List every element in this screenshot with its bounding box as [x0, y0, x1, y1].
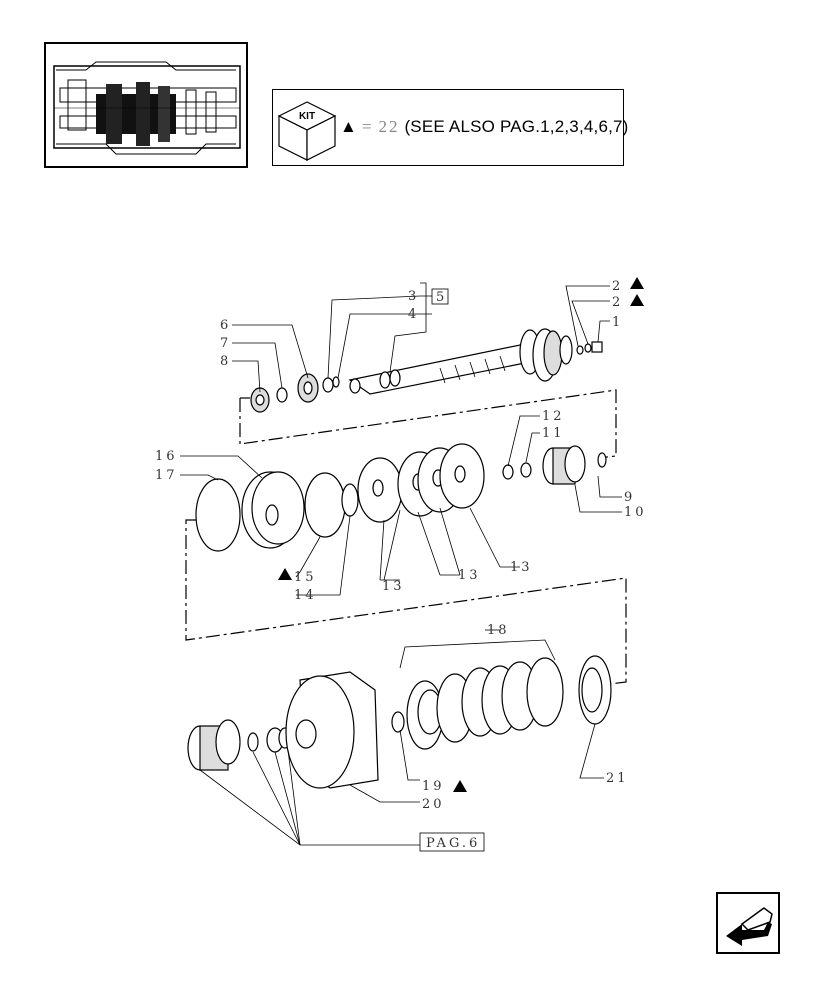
- callout-15: 15: [294, 570, 317, 585]
- bottom-row-parts: [187, 655, 612, 789]
- assembly-line-2: [185, 519, 627, 685]
- callout-21: 21: [606, 771, 629, 786]
- callout-7: 7: [220, 336, 231, 351]
- kit-box-icon: KIT: [277, 101, 337, 161]
- kit-legend-box: KIT: [272, 89, 624, 166]
- triangle-icon: ▲: [340, 117, 358, 136]
- callout-12: 12: [542, 409, 565, 424]
- page-6-reference-box: [419, 832, 485, 852]
- callout-13-left: 13: [382, 579, 405, 594]
- callout-3: 3: [408, 289, 419, 304]
- overview-thumbnail: [44, 42, 248, 168]
- arrow-back-icon: [726, 907, 773, 946]
- kit-equals: =: [361, 117, 374, 136]
- callout-14: 14: [294, 588, 317, 603]
- callout-17: 17: [155, 468, 178, 483]
- callout-2-bottom-triangle-icon: [630, 294, 644, 306]
- callout-19: 19: [422, 779, 445, 794]
- previous-page-button[interactable]: [716, 892, 780, 954]
- callout-8: 8: [220, 354, 231, 369]
- callout-11: 11: [542, 426, 565, 441]
- callout-6: 6: [220, 318, 231, 333]
- callout-9: 9: [624, 490, 635, 505]
- kit-legend-text: ▲ = 22 (SEE ALSO PAG.1,2,3,4,6,7): [340, 117, 629, 137]
- callout-5: 5: [436, 290, 447, 305]
- callout-5-box: [431, 288, 449, 305]
- callout-4: 4: [408, 307, 419, 322]
- kit-icon-label: KIT: [299, 111, 315, 122]
- callout-20: 20: [422, 797, 445, 812]
- kit-ref-number: 22: [378, 117, 400, 136]
- callout-1: 1: [612, 315, 623, 330]
- assembly-line-1: [239, 389, 617, 459]
- leader-lines: [180, 282, 622, 846]
- transmission-overview-drawing: [53, 61, 241, 155]
- callout-16: 16: [155, 449, 178, 464]
- callout-15-triangle-icon: [278, 568, 292, 580]
- callout-labels: 2 2 1 3 4 5 6 7 8 12 11 16 17 9 10 13 13…: [155, 277, 647, 852]
- kit-see-also-text: (SEE ALSO PAG.1,2,3,4,6,7): [404, 117, 629, 136]
- middle-row-parts: [195, 443, 607, 552]
- callout-2-top-triangle-icon: [630, 277, 644, 289]
- callout-2-top: 2: [612, 279, 623, 294]
- callout-18: 18: [487, 623, 510, 638]
- callout-2-bottom: 2: [612, 295, 623, 310]
- shaft-small-parts: [250, 341, 603, 413]
- callout-10: 10: [624, 505, 647, 520]
- callout-13-middle: 13: [458, 568, 481, 583]
- callout-13-right: 13: [510, 560, 533, 575]
- input-shaft: [348, 328, 573, 395]
- page-6-reference: PAG.6: [426, 836, 480, 851]
- callout-19-triangle-icon: [453, 780, 467, 792]
